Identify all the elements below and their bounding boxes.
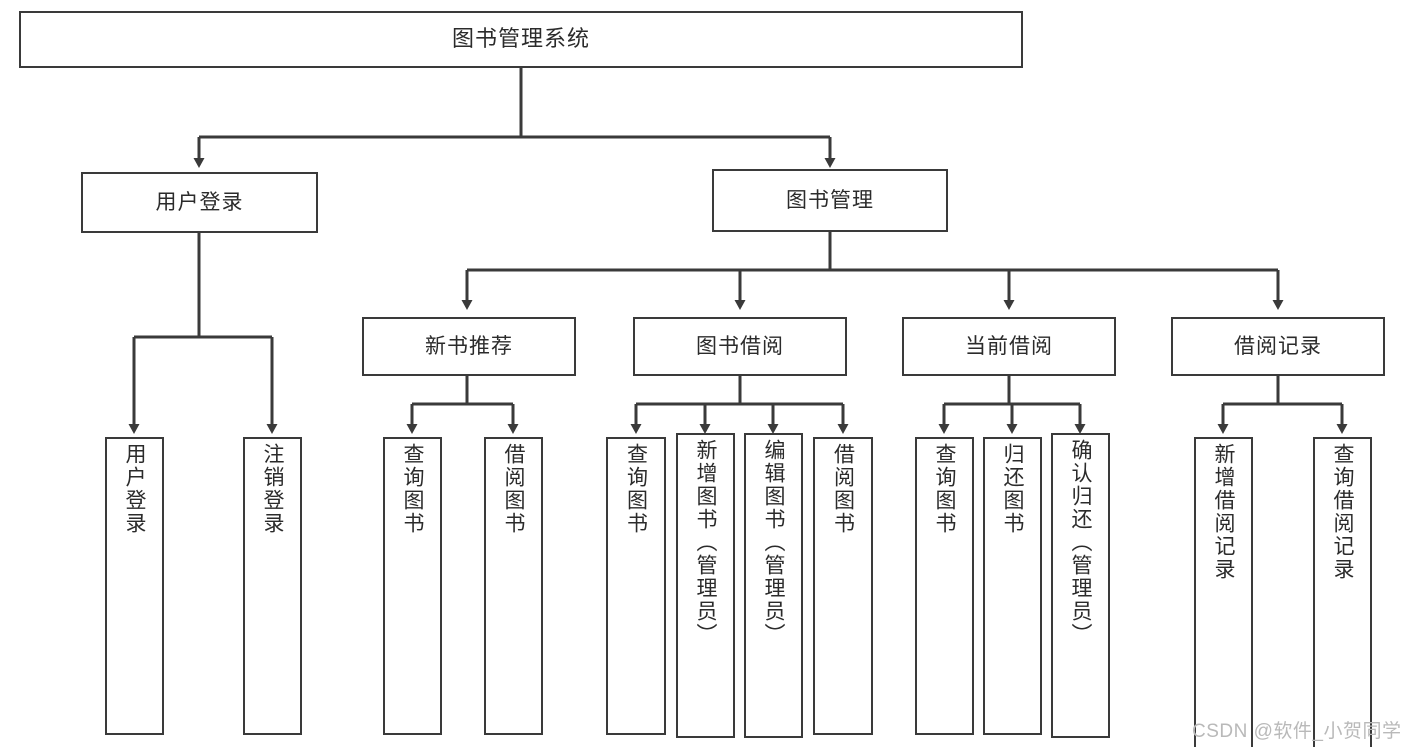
leaf-user-login[interactable]: 用户登录: [105, 437, 164, 735]
node-label: 查询图书: [624, 443, 648, 535]
node-label: 借阅记录: [1234, 334, 1322, 358]
node-label: 当前借阅: [965, 334, 1053, 358]
node-label: 新书推荐: [425, 334, 513, 358]
node-book-borrow[interactable]: 图书借阅: [633, 317, 847, 376]
node-label: 确认归还（管理员）: [1069, 439, 1092, 646]
leaf-logout[interactable]: 注销登录: [243, 437, 302, 735]
node-label: 图书借阅: [696, 334, 784, 358]
leaf-query-borrow-record[interactable]: 查询借阅记录: [1313, 437, 1372, 747]
node-book-management[interactable]: 图书管理: [712, 169, 948, 232]
node-label: 查询图书: [401, 443, 424, 535]
node-label: 新增借阅记录: [1212, 443, 1235, 581]
node-user-login[interactable]: 用户登录: [81, 172, 318, 233]
leaf-borrow-book-recommend[interactable]: 借阅图书: [484, 437, 543, 735]
node-root-system[interactable]: 图书管理系统: [19, 11, 1023, 68]
node-label: 借阅图书: [502, 443, 525, 535]
node-label: 编辑图书（管理员）: [762, 439, 785, 646]
node-label: 借阅图书: [831, 443, 855, 535]
leaf-return-book[interactable]: 归还图书: [983, 437, 1042, 735]
node-label: 归还图书: [1001, 443, 1024, 535]
node-label: 查询图书: [933, 443, 956, 535]
leaf-query-book-borrow[interactable]: 查询图书: [606, 437, 666, 735]
node-label: 新增图书（管理员）: [694, 439, 717, 646]
node-label: 用户登录: [155, 190, 244, 214]
node-label: 查询借阅记录: [1331, 443, 1354, 581]
leaf-add-book-admin[interactable]: 新增图书（管理员）: [676, 433, 735, 738]
leaf-borrow-book[interactable]: 借阅图书: [813, 437, 873, 735]
leaf-query-book-recommend[interactable]: 查询图书: [383, 437, 442, 735]
leaf-query-book-current[interactable]: 查询图书: [915, 437, 974, 735]
node-current-borrow[interactable]: 当前借阅: [902, 317, 1116, 376]
node-label: 图书管理系统: [451, 26, 590, 52]
node-label: 用户登录: [123, 443, 146, 535]
leaf-confirm-return-admin[interactable]: 确认归还（管理员）: [1051, 433, 1110, 738]
node-new-book-recommendation[interactable]: 新书推荐: [362, 317, 576, 376]
node-label: 图书管理: [786, 188, 874, 212]
leaf-edit-book-admin[interactable]: 编辑图书（管理员）: [744, 433, 803, 738]
leaf-add-borrow-record[interactable]: 新增借阅记录: [1194, 437, 1253, 747]
node-label: 注销登录: [261, 443, 284, 535]
node-borrow-record[interactable]: 借阅记录: [1171, 317, 1385, 376]
